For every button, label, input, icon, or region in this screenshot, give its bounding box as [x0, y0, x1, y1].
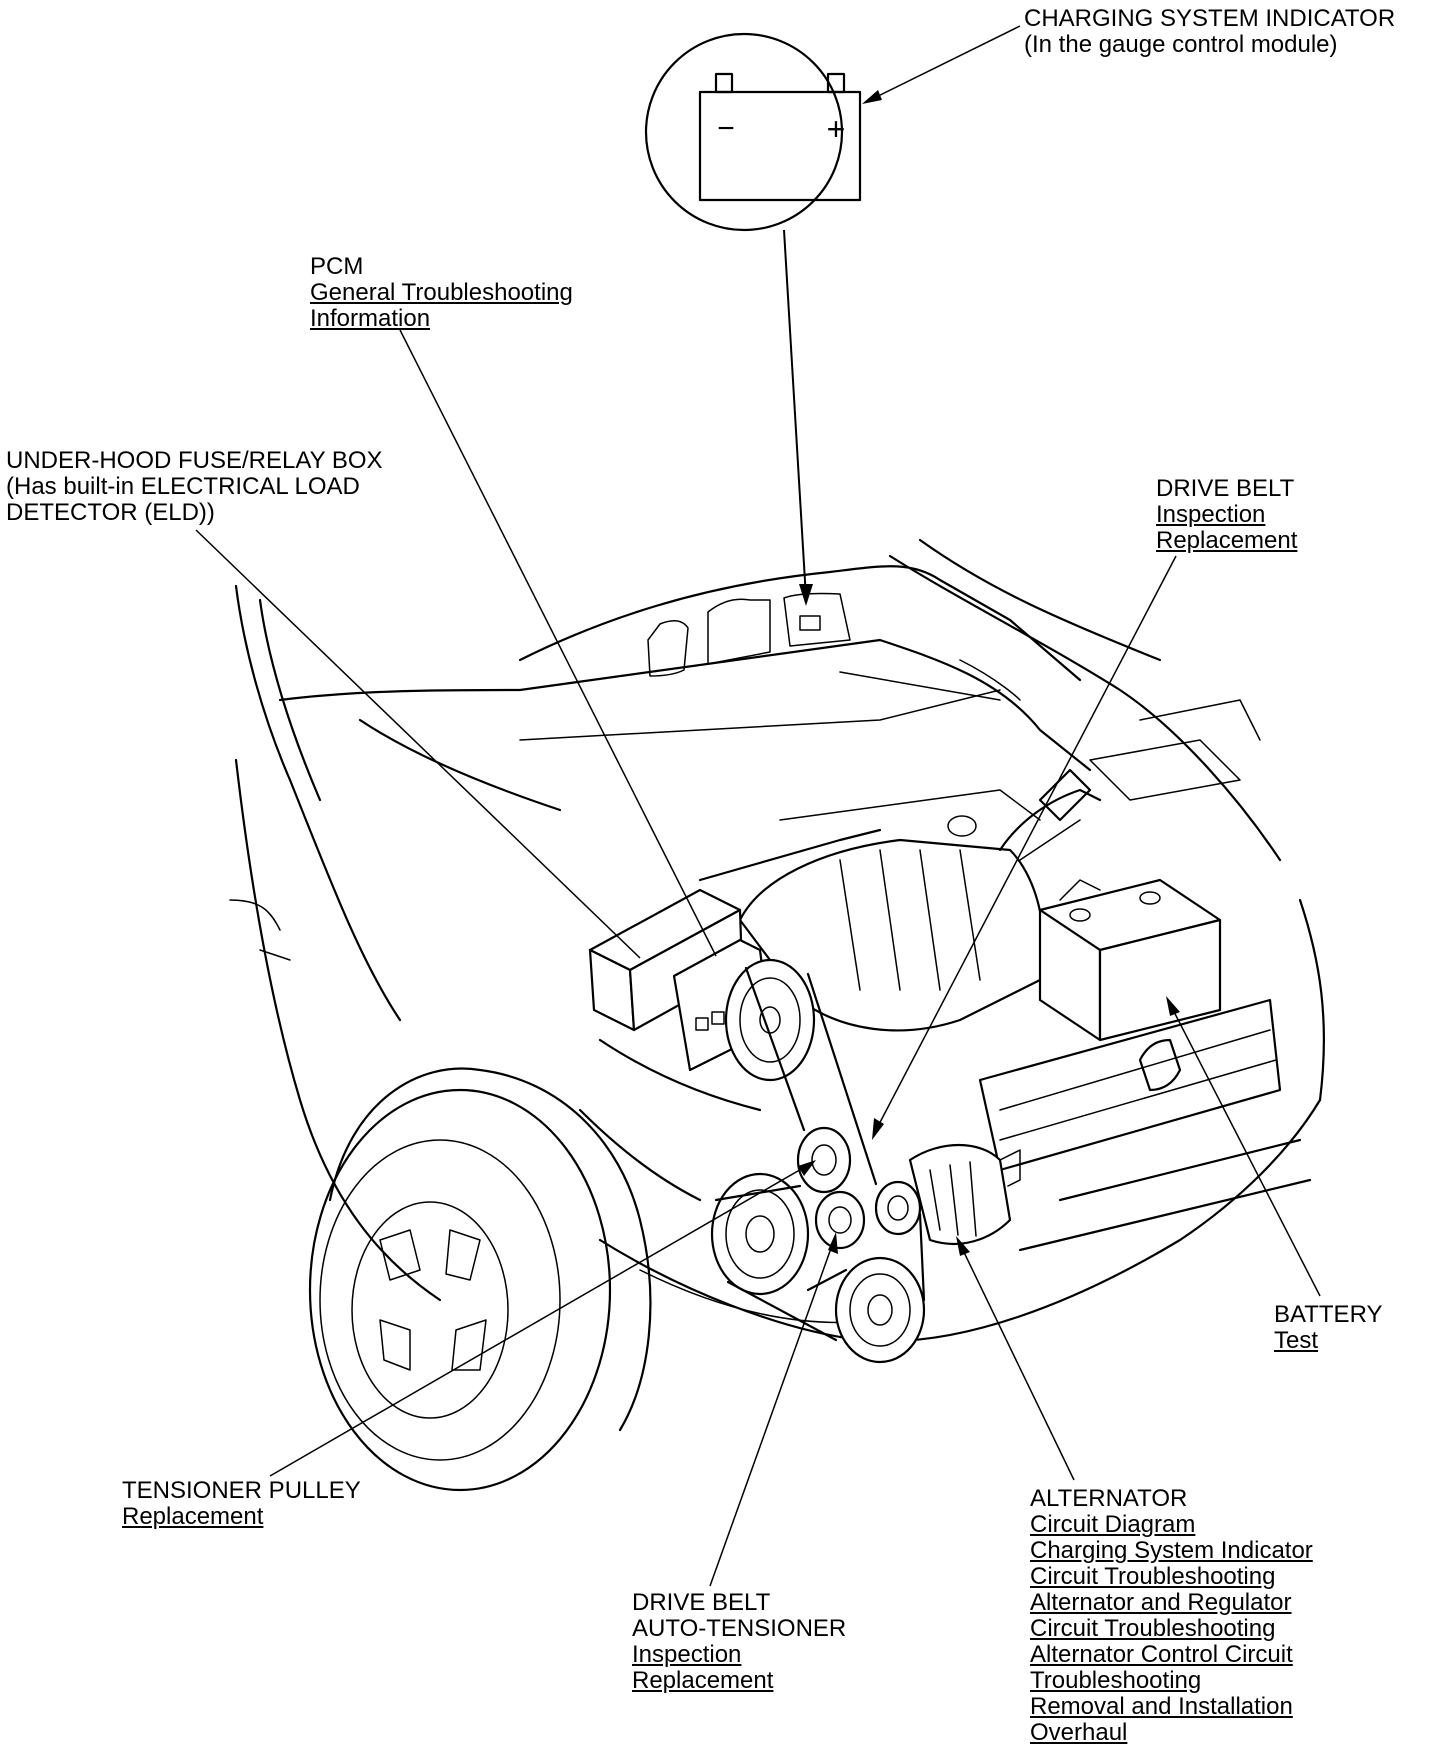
fuse-box-line-2: (Has built-in ELECTRICAL LOAD [6, 473, 360, 500]
magnifier-connector [783, 229, 807, 599]
pcm-link-general-troubleshooting[interactable]: General Troubleshooting [310, 279, 573, 306]
fuse-box-line-3: DETECTOR (ELD)) [6, 499, 215, 526]
alternator-link-alternator-and-regulator[interactable]: Alternator and Regulator [1030, 1589, 1292, 1616]
left-fender [234, 758, 442, 1302]
alternator-link-charging-system-indicator[interactable]: Charging System Indicator [1030, 1537, 1313, 1564]
headlight-upper [598, 1038, 762, 1112]
plus-symbol: + [827, 111, 846, 147]
auto-tensioner-label: DRIVE BELT AUTO-TENSIONER Inspection Rep… [632, 1590, 846, 1694]
wheel-hub [351, 1201, 509, 1419]
grille-emblem [1138, 1038, 1182, 1092]
wheel-arch [328, 1067, 652, 1432]
tensioner-pulley-part [814, 1190, 866, 1250]
dash-panel-left [647, 620, 689, 677]
tensioner-pulley-leader [269, 1163, 811, 1477]
alternator-body [908, 1144, 1012, 1245]
pcm-link-information[interactable]: Information [310, 305, 431, 332]
tensioner-pulley-label: TENSIONER PULLEY Replacement [122, 1478, 361, 1530]
battery-leader [1169, 1003, 1321, 1297]
idler-pulley [796, 1126, 852, 1194]
alternator-title: ALTERNATOR [1030, 1485, 1188, 1512]
alternator-link-troubleshooting[interactable]: Troubleshooting [1030, 1667, 1202, 1694]
alternator-link-circuit-troubleshooting-2[interactable]: Circuit Troubleshooting [1030, 1615, 1276, 1642]
right-a-pillar [888, 554, 1282, 862]
drive-belt-link-replacement[interactable]: Replacement [1156, 527, 1298, 554]
tensioner-pulley-title: TENSIONER PULLEY [122, 1477, 361, 1504]
battery-link-test[interactable]: Test [1274, 1327, 1319, 1354]
auto-tensioner-link-replacement[interactable]: Replacement [632, 1667, 774, 1694]
alternator-leader [959, 1243, 1075, 1481]
left-a-pillar [234, 584, 402, 1022]
alternator-link-circuit-troubleshooting-1[interactable]: Circuit Troubleshooting [1030, 1563, 1276, 1590]
fuse-box-label: UNDER-HOOD FUSE/RELAY BOX (Has built-in … [6, 448, 383, 526]
engine-assembly [698, 699, 1261, 1032]
fuse-box-line-1: UNDER-HOOD FUSE/RELAY BOX [6, 447, 383, 474]
alternator-link-alternator-control-circuit[interactable]: Alternator Control Circuit [1030, 1641, 1293, 1668]
alternator-label: ALTERNATOR Circuit Diagram Charging Syst… [1030, 1486, 1313, 1746]
battery-terminal-neg [1069, 908, 1091, 922]
dash-panel-gauge [783, 592, 851, 647]
charging-indicator-label: CHARGING SYSTEM INDICATOR (In the gauge … [1024, 6, 1395, 58]
pcm-title: PCM [310, 253, 364, 280]
drive-belt-label: DRIVE BELT Inspection Replacement [1156, 476, 1297, 554]
fuse-box-leader [195, 529, 641, 959]
alternator-link-removal-and-installation[interactable]: Removal and Installation [1030, 1693, 1293, 1720]
drive-belt-leader [875, 555, 1177, 1131]
upper-pulley [724, 958, 816, 1082]
leader-lines [195, 329, 1321, 1587]
charging-indicator-subtitle: (In the gauge control module) [1024, 31, 1338, 58]
air-intake-duct [998, 788, 1102, 852]
battery [1038, 878, 1222, 1042]
magnifier-circle [644, 32, 844, 232]
accessory-belt-drive [710, 958, 1021, 1364]
battery-warning-icon: − + [698, 72, 862, 202]
pcm-label: PCM General Troubleshooting Information [310, 254, 573, 332]
front-tyre [308, 1088, 612, 1492]
lower-pulley [834, 1256, 926, 1364]
dash-indicator-lamp [799, 615, 821, 631]
indicator-leader [865, 25, 1021, 103]
minus-symbol: − [717, 112, 735, 145]
charging-indicator-title: CHARGING SYSTEM INDICATOR [1024, 5, 1396, 32]
auto-tensioner-title-2: AUTO-TENSIONER [632, 1615, 847, 1642]
battery-title: BATTERY [1274, 1301, 1383, 1328]
tensioner-pulley-link-replacement[interactable]: Replacement [122, 1503, 264, 1530]
front-bumper [598, 1098, 1322, 1343]
vehicle-body [229, 538, 1326, 1492]
alternator-pulley [874, 1180, 922, 1236]
pcm-leader [399, 329, 717, 957]
reservoir-cap [947, 815, 977, 837]
battery-label: BATTERY Test [1274, 1302, 1382, 1354]
auto-tensioner-title-1: DRIVE BELT [632, 1589, 771, 1616]
alternator-link-circuit-diagram[interactable]: Circuit Diagram [1030, 1511, 1196, 1538]
front-grille [978, 998, 1282, 1172]
alternator-link-overhaul[interactable]: Overhaul [1030, 1719, 1128, 1746]
battery-terminal-pos [1139, 891, 1161, 905]
dash-panel-mid [707, 598, 771, 665]
drive-belt-title: DRIVE BELT [1156, 475, 1295, 502]
indicator-magnifier: − + [644, 25, 1021, 606]
drive-belt-link-inspection[interactable]: Inspection [1156, 501, 1266, 528]
hood-edge [278, 638, 1092, 772]
auto-tensioner-link-inspection[interactable]: Inspection [632, 1641, 742, 1668]
auto-tensioner-leader [709, 1239, 835, 1587]
